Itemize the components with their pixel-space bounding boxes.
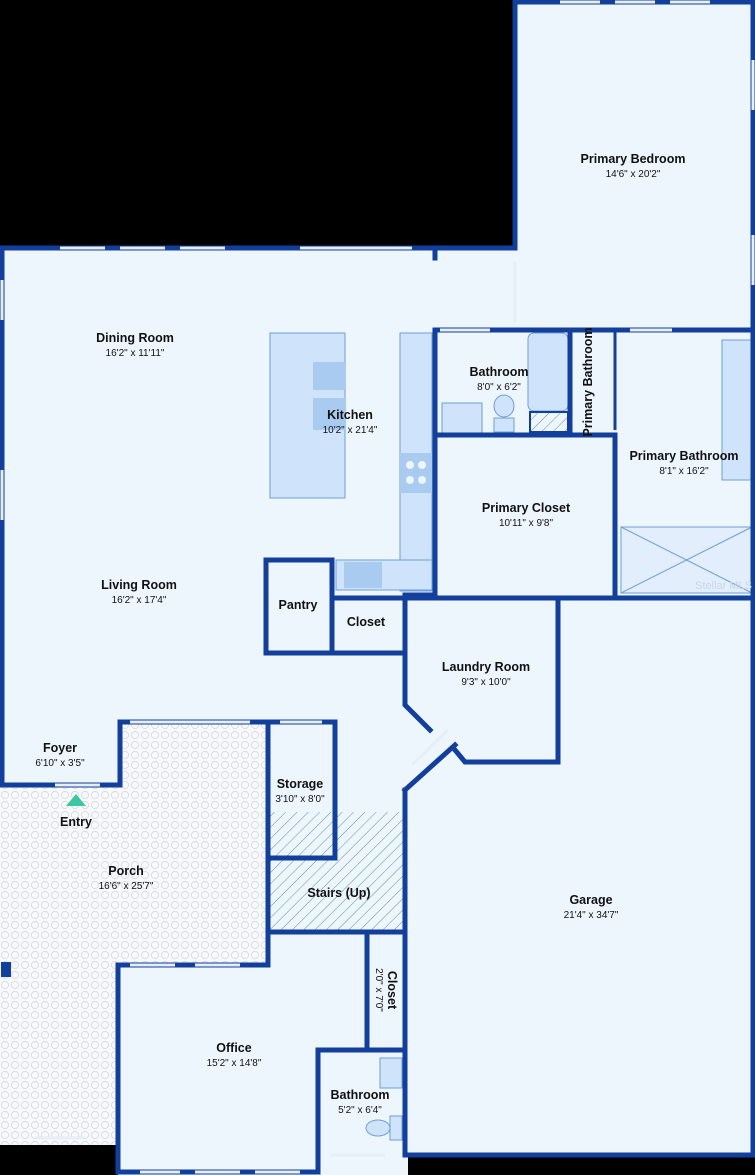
- svg-text:Primary Bedroom: Primary Bedroom: [581, 152, 686, 166]
- svg-text:Pantry: Pantry: [279, 598, 318, 612]
- svg-text:Dining Room: Dining Room: [96, 331, 174, 345]
- room-label-kitchen: Kitchen 10'2" x 21'4": [323, 408, 378, 436]
- svg-text:Laundry Room: Laundry Room: [442, 660, 530, 674]
- room-label-primary-closet: Primary Closet 10'11" x 9'8": [482, 501, 571, 529]
- room-label-garage: Garage 21'4" x 34'7": [564, 893, 619, 921]
- svg-text:Porch: Porch: [108, 864, 143, 878]
- svg-text:2'0" x 7'0": 2'0" x 7'0": [373, 968, 384, 1012]
- svg-text:Garage: Garage: [569, 893, 612, 907]
- svg-text:9'3" x 10'0": 9'3" x 10'0": [461, 677, 511, 688]
- room-label-pantry: Pantry: [279, 598, 318, 612]
- toilet-icon: [493, 394, 515, 418]
- room-label-foyer: Foyer 6'10" x 3'5": [35, 741, 85, 769]
- dishwasher-icon: [313, 398, 345, 430]
- svg-text:Stairs (Up): Stairs (Up): [307, 886, 370, 900]
- svg-text:10'11" x 9'8": 10'11" x 9'8": [499, 518, 554, 529]
- svg-text:Bathroom: Bathroom: [330, 1088, 389, 1102]
- room-label-porch: Porch 16'6" x 25'7": [99, 864, 154, 892]
- room-label-closet-2: Closet 2'0" x 7'0": [373, 968, 399, 1012]
- svg-text:Entry: Entry: [60, 815, 92, 829]
- room-label-storage: Storage 3'10" x 8'0": [275, 777, 325, 805]
- room-label-bathroom-2: Bathroom 5'2" x 6'4": [330, 1088, 389, 1116]
- svg-text:15'2" x 14'8": 15'2" x 14'8": [207, 1058, 262, 1069]
- vanity-icon: [441, 402, 483, 434]
- svg-text:16'6" x 25'7": 16'6" x 25'7": [99, 881, 154, 892]
- bath-fixtures: [365, 332, 753, 1141]
- svg-text:Kitchen: Kitchen: [327, 408, 373, 422]
- svg-text:5'2" x 6'4": 5'2" x 6'4": [338, 1105, 382, 1116]
- outlet-icon: [1, 962, 11, 977]
- room-label-dining-room: Dining Room 16'2" x 11'11": [96, 331, 174, 359]
- svg-text:16'2" x 11'11": 16'2" x 11'11": [106, 348, 165, 359]
- half-bath-toilet-icon: [365, 1119, 391, 1137]
- room-label-stairs: Stairs (Up): [307, 886, 370, 900]
- entry-arrow-icon: [66, 794, 86, 806]
- half-bath-vanity-icon: [379, 1057, 403, 1089]
- svg-text:8'0" x 6'2": 8'0" x 6'2": [477, 382, 521, 393]
- room-label-primary-bathroom: Primary Bathroom 8'1" x 16'2": [629, 449, 738, 477]
- room-label-office: Office 15'2" x 14'8": [207, 1041, 262, 1069]
- svg-text:Storage: Storage: [277, 777, 324, 791]
- svg-text:Primary Closet: Primary Closet: [482, 501, 571, 515]
- room-label-primary-bedroom: Primary Bedroom 14'6" x 20'2": [581, 152, 686, 180]
- room-label-closet-1: Closet: [347, 615, 386, 629]
- svg-text:3'10" x 8'0": 3'10" x 8'0": [275, 794, 325, 805]
- kitchen-fixtures: [269, 332, 433, 592]
- svg-text:Closet: Closet: [347, 615, 386, 629]
- svg-text:10'2" x 21'4": 10'2" x 21'4": [323, 425, 378, 436]
- shower-floor-icon: [529, 411, 569, 433]
- fridge-icon: [344, 562, 382, 588]
- svg-text:Living Room: Living Room: [101, 578, 177, 592]
- stove-icon: [400, 453, 432, 493]
- room-label-living-room: Living Room 16'2" x 17'4": [101, 578, 177, 606]
- room-label-entry: Entry: [60, 815, 92, 829]
- room-label-laundry-room: Laundry Room 9'3" x 10'0": [442, 660, 530, 688]
- svg-text:Bathroom: Bathroom: [469, 365, 528, 379]
- sink-icon: [313, 362, 345, 390]
- svg-text:Office: Office: [216, 1041, 251, 1055]
- bathtub-icon: [527, 332, 569, 412]
- svg-text:14'6" x 20'2": 14'6" x 20'2": [606, 169, 661, 180]
- watermark: Stellar MLS: [695, 580, 752, 592]
- svg-text:Primary Bathroom: Primary Bathroom: [629, 449, 738, 463]
- svg-text:21'4" x 34'7": 21'4" x 34'7": [564, 910, 619, 921]
- room-label-bathroom-1: Bathroom 8'0" x 6'2": [469, 365, 528, 393]
- svg-text:6'10" x 3'5": 6'10" x 3'5": [35, 758, 85, 769]
- svg-text:Primary Bathroom: Primary Bathroom: [581, 327, 595, 436]
- svg-text:Foyer: Foyer: [43, 741, 77, 755]
- svg-text:16'2" x 17'4": 16'2" x 17'4": [112, 595, 167, 606]
- svg-text:8'1" x 16'2": 8'1" x 16'2": [659, 466, 709, 477]
- room-label-primary-bathroom-small: Primary Bathroom: [581, 327, 595, 436]
- svg-text:Closet: Closet: [385, 971, 399, 1010]
